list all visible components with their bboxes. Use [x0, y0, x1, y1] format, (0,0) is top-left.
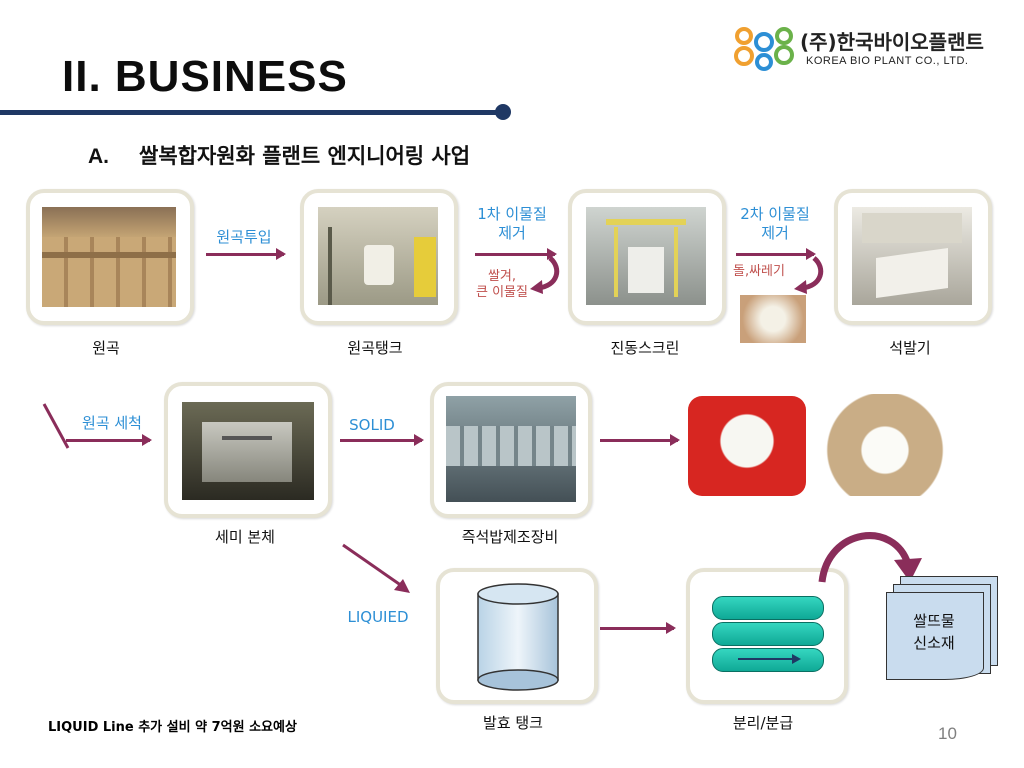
arrow-grain-wash-label: 원곡 세척: [82, 414, 142, 432]
arrow-second-removal-label-line2: 제거: [761, 224, 789, 242]
arrow-grain-input-label: 원곡투입: [216, 228, 272, 246]
semi-body-photo: [182, 402, 314, 500]
grain-tank-frame: [300, 189, 458, 325]
arrow-first-removal: [475, 248, 557, 260]
arrow-second-removal-label: 2차 이물질 제거: [722, 205, 828, 243]
rice-in-hand-photo: [740, 295, 806, 343]
instant-rice-machine-frame: [430, 382, 592, 518]
curved-arrow-to-material-icon: [818, 532, 922, 583]
logo-icon: [734, 27, 794, 71]
arrow-first-removal-label-line1: 1차 이물질: [477, 205, 547, 223]
first-removal-byproduct: 쌀겨, 큰 이물질: [462, 269, 542, 301]
vibrating-screen-label: 진동스크린: [610, 339, 680, 357]
second-removal-byproduct: 돌,싸레기: [733, 264, 785, 279]
company-name-korean: (주)한국바이오플랜트: [800, 30, 984, 54]
liquid-branch-label: LIQUIED: [347, 608, 409, 626]
title-underline: [0, 110, 500, 115]
fermentation-tank-frame: [436, 568, 598, 704]
section-letter: A.: [88, 145, 109, 168]
curved-arrow-second-removal-icon: [794, 256, 824, 294]
raw-grain-photo: [42, 207, 176, 307]
arrow-to-separator: [600, 622, 676, 634]
liquid-branch-arrow-icon: [342, 543, 410, 593]
separator-frame: [686, 568, 848, 704]
new-material-label-line2: 신소재: [913, 634, 955, 652]
semi-body-label: 세미 본체: [215, 528, 275, 546]
fermentation-tank-icon: [477, 583, 559, 691]
new-material-label: 쌀뜨물 신소재: [886, 610, 982, 654]
instant-rice-product-red-photo: [688, 396, 806, 496]
first-removal-byproduct-line2: 큰 이물질: [476, 285, 528, 300]
instant-rice-product-brown-photo: [826, 394, 944, 496]
page-number: 10: [938, 724, 957, 743]
arrow-solid-label: SOLID: [349, 416, 395, 434]
arrow-second-removal: [736, 248, 816, 260]
semi-body-frame: [164, 382, 332, 518]
page-title: II. BUSINESS: [62, 52, 348, 101]
raw-grain-frame: [26, 189, 194, 325]
vibrating-screen-photo: [586, 207, 706, 305]
section-title: 쌀복합자원화 플랜트 엔지니어링 사업: [139, 144, 471, 168]
arrow-grain-input: [206, 248, 286, 260]
new-material-label-line1: 쌀뜨물: [913, 612, 955, 630]
arrow-grain-wash: [66, 434, 152, 446]
first-removal-byproduct-line1: 쌀겨,: [487, 269, 517, 284]
arrow-solid: [340, 434, 424, 446]
arrow-to-products: [600, 434, 680, 446]
footer-note: LIQUID Line 추가 설비 약 7억원 소요예상: [48, 720, 297, 735]
destoner-photo: [852, 207, 972, 305]
title-underline-dot: [495, 104, 511, 120]
arrow-first-removal-label: 1차 이물질 제거: [458, 205, 566, 243]
separator-label: 분리/분급: [732, 714, 794, 732]
section-heading: A. 쌀복합자원화 플랜트 엔지니어링 사업: [88, 140, 470, 170]
curved-arrow-first-removal-icon: [530, 256, 560, 294]
instant-rice-machine-label: 즉석밥제조장비: [461, 528, 559, 546]
raw-grain-label: 원곡: [92, 339, 120, 357]
destoner-frame: [834, 189, 992, 325]
grain-tank-photo: [318, 207, 438, 305]
instant-rice-machine-photo: [446, 396, 576, 502]
destoner-label: 석발기: [889, 339, 931, 357]
arrow-first-removal-label-line2: 제거: [498, 224, 526, 242]
wash-incoming-line-icon: [42, 403, 70, 449]
fermentation-tank-label: 발효 탱크: [483, 714, 543, 732]
arrow-second-removal-label-line1: 2차 이물질: [740, 205, 810, 223]
vibrating-screen-frame: [568, 189, 726, 325]
company-name-english: KOREA BIO PLANT CO., LTD.: [806, 55, 969, 67]
grain-tank-label: 원곡탱크: [347, 339, 403, 357]
